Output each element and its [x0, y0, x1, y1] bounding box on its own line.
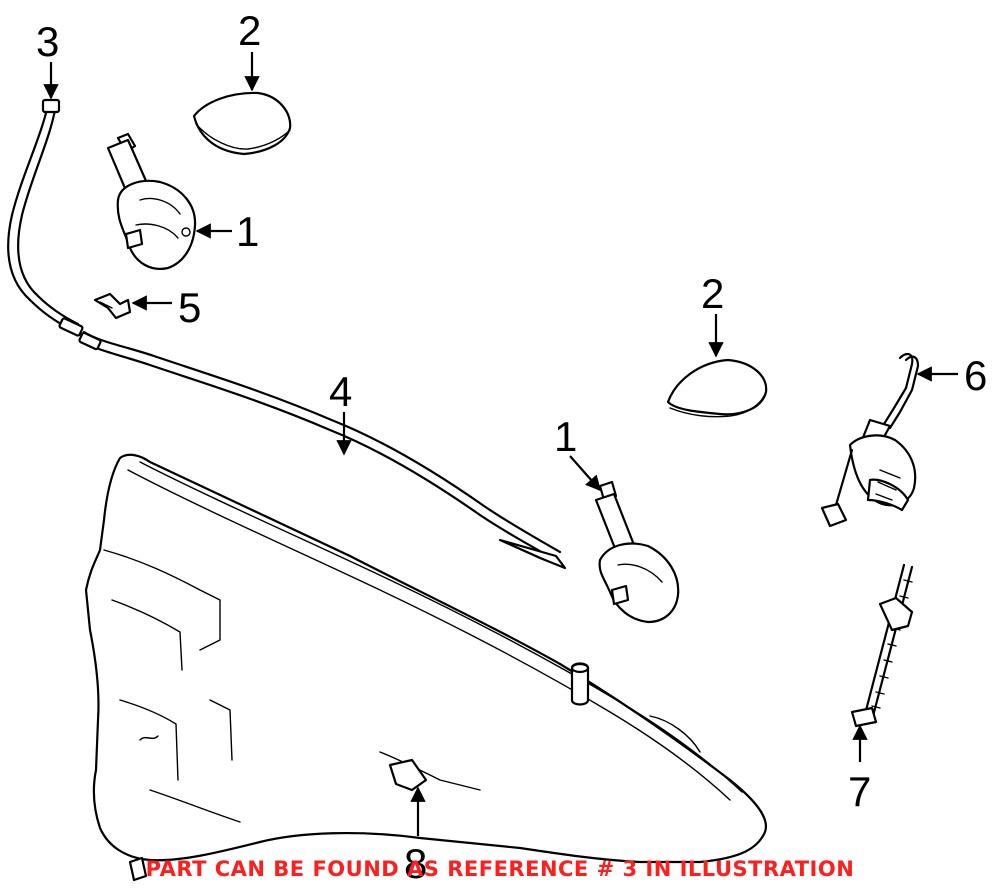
callout-4: 4 — [329, 368, 352, 415]
nozzle-cap-part-2-right — [666, 358, 768, 418]
callout-5: 5 — [178, 284, 201, 331]
washer-jet-part-1-top — [106, 132, 197, 270]
callout-2-right: 2 — [701, 270, 724, 317]
callout-7: 7 — [848, 768, 871, 815]
nozzle-cap-part-2-top — [192, 91, 292, 156]
clip-part-5 — [93, 292, 132, 320]
callout-leaders — [43, 52, 958, 836]
callout-3: 3 — [36, 18, 59, 65]
washer-jet-with-hose-part-6 — [820, 353, 920, 528]
hose-part-7 — [850, 563, 914, 728]
footer-note: PART CAN BE FOUND AS REFERENCE # 3 IN IL… — [145, 857, 855, 881]
callout-2-top: 2 — [238, 7, 261, 54]
washer-reservoir-part-8 — [84, 453, 768, 882]
washer-jet-part-1-mid — [594, 480, 680, 624]
callout-1-mid: 1 — [554, 413, 577, 460]
callout-6: 6 — [964, 352, 987, 399]
callout-1-top: 1 — [236, 208, 259, 255]
washer-hose-part-3 — [7, 98, 567, 570]
